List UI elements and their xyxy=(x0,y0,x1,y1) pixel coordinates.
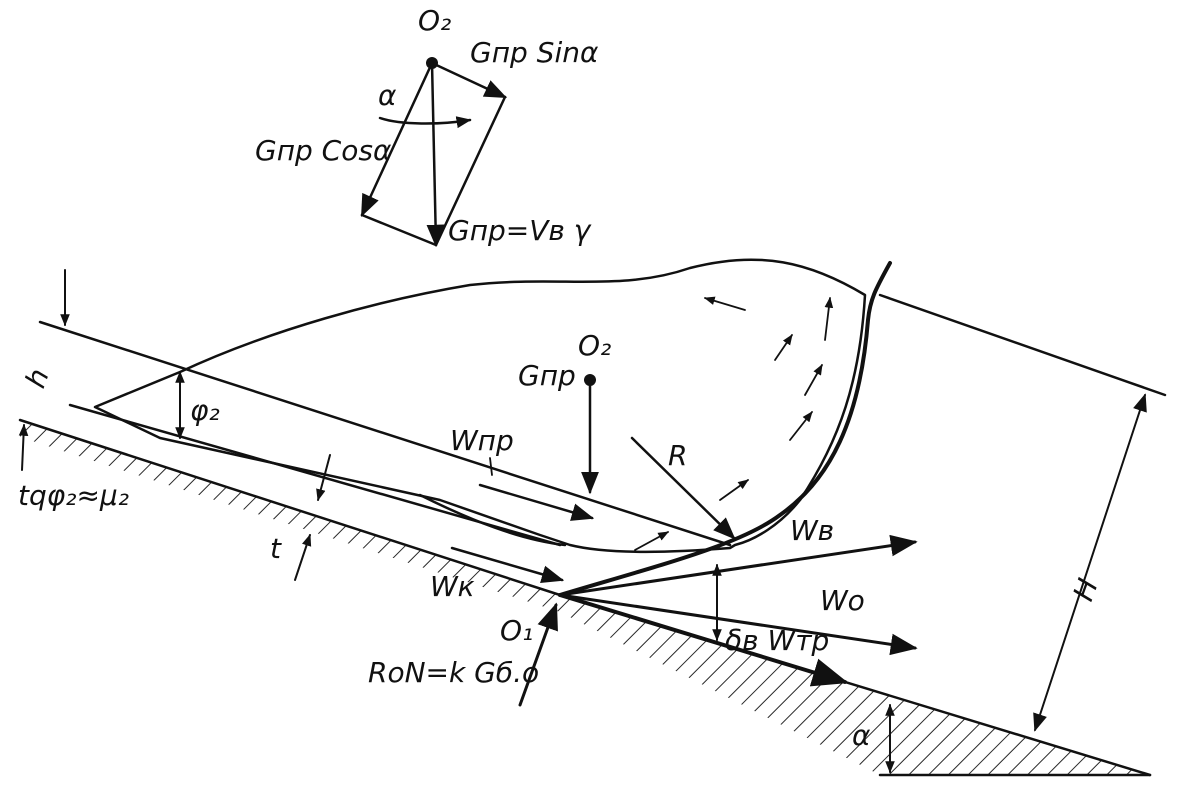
label-phi2: φ₂ xyxy=(190,394,220,427)
flow-arrow xyxy=(489,457,493,476)
label-delta-w-tr: δв Wтр xyxy=(725,624,829,657)
flow-arrow xyxy=(719,479,749,501)
label-tg-mu: tqφ₂≈μ₂ xyxy=(18,479,129,512)
front-toe-curve xyxy=(418,493,567,547)
g-sin-arrow xyxy=(430,61,508,99)
label-t: t xyxy=(270,532,282,565)
label-alpha-bottom: α xyxy=(852,719,871,752)
label-g-eq: Gпр=Vв γ xyxy=(448,214,592,247)
top-right-line xyxy=(878,293,1167,397)
label-g-pr-mid: Gпр xyxy=(518,359,576,392)
alpha-top-arc xyxy=(378,116,472,129)
label-r: R xyxy=(668,439,687,472)
label-h: h xyxy=(19,364,56,392)
h-big-dim xyxy=(1033,393,1147,732)
w-k-arrow xyxy=(450,546,565,583)
snow-surface-line xyxy=(38,320,732,547)
flow-arrow xyxy=(824,296,834,341)
label-w-o: Wo xyxy=(820,584,865,617)
label-g-sin: Gпр Sinα xyxy=(470,36,599,69)
label-o2-top: O₂ xyxy=(418,4,451,37)
flow-arrow xyxy=(804,364,823,396)
label-o2-mid: O₂ xyxy=(578,329,611,362)
w-o-arrow xyxy=(558,593,918,656)
w-tr-arrow xyxy=(558,593,849,687)
label-r-on: RoN=k Gб.о xyxy=(368,656,539,689)
snow-body xyxy=(93,258,867,553)
w-b-arrow xyxy=(558,534,918,597)
g-total-arrow xyxy=(426,61,445,248)
flow-arrow xyxy=(774,334,793,361)
t-dim xyxy=(316,454,331,502)
rect-right-edge xyxy=(434,95,507,247)
ground-hatch-upper xyxy=(20,420,560,612)
rect-bottom-edge xyxy=(360,213,438,247)
flow-arrow xyxy=(634,531,669,551)
label-o1: O₁ xyxy=(500,614,533,647)
label-w-k: Wк xyxy=(430,570,475,603)
flow-arrow xyxy=(703,296,746,311)
label-h-big: H xyxy=(1067,574,1105,605)
label-alpha-top: α xyxy=(378,79,397,112)
label-g-cos: Gпр Cosα xyxy=(255,134,392,167)
r-arrow xyxy=(630,436,736,540)
r-on-arrow xyxy=(518,602,558,707)
tg-dim-arrow xyxy=(18,423,29,471)
t-dim xyxy=(294,533,312,581)
w-pr-arrow xyxy=(478,483,595,521)
label-w-b: Wв xyxy=(790,514,834,547)
front-boundary xyxy=(558,261,892,597)
g-cos-arrow xyxy=(360,61,434,218)
flow-arrow xyxy=(789,411,813,441)
label-w-pr: Wпр xyxy=(450,424,514,457)
